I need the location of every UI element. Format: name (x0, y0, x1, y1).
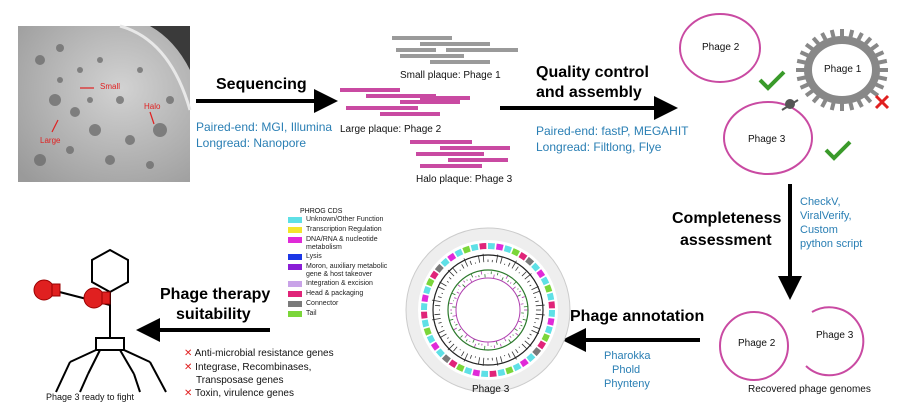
legend-label: DNA/RNA & nucleotide metabolism (306, 236, 378, 251)
label-halo: Halo (144, 102, 161, 111)
read-bar (346, 106, 418, 110)
step-therapy: Phage therapy (160, 286, 271, 303)
legend-swatch (288, 237, 302, 243)
read-bar (416, 152, 484, 156)
legend-label: Integration & excision (306, 280, 373, 287)
boxing-glove-icon (83, 287, 111, 309)
step-completeness: Completeness (672, 210, 782, 227)
tool-ann-1: Pharokka (604, 350, 651, 362)
genome-label-phage3: Phage 3 (748, 134, 786, 145)
recovered-label-phage2: Phage 2 (738, 338, 776, 349)
ready-caption: Phage 3 ready to fight (46, 392, 135, 402)
read-bar (440, 146, 510, 150)
step-qc: Quality control (536, 64, 649, 81)
read-bar (400, 54, 464, 58)
read-bar (420, 164, 482, 168)
circular-genome-map (405, 227, 571, 393)
check-icon (758, 70, 786, 91)
legend-title: PHROG CDS (300, 208, 343, 215)
recovered-label-phage3: Phage 3 (816, 330, 854, 341)
legend-label: Transcription Regulation (306, 226, 382, 233)
read-bar (396, 48, 436, 52)
reads-large-label: Large plaque: Phage 2 (340, 124, 442, 135)
label-small: Small (100, 82, 121, 91)
legend-swatch (288, 311, 302, 317)
legend-swatch (288, 227, 302, 233)
legend-label: Lysis (306, 253, 322, 260)
tool-qc-1: Paired-end: fastP, MEGAHIT (536, 124, 689, 138)
tool-comp-4: python script (800, 238, 863, 250)
phage-figure (43, 248, 167, 393)
reads-halo-label: Halo plaque: Phage 3 (416, 174, 513, 185)
legend-swatch (288, 254, 302, 260)
read-bar (340, 88, 400, 92)
read-bar (410, 140, 472, 144)
legend-label: Unknown/Other Function (306, 216, 384, 223)
read-bar (420, 96, 470, 100)
tool-seq-2: Longread: Nanopore (196, 136, 307, 150)
genome-label-phage2: Phage 2 (702, 42, 740, 53)
genome-phage1 (796, 29, 888, 111)
read-bar (448, 158, 508, 162)
genome-phage3 (723, 101, 813, 175)
criteria-2: ✕ Integrase, Recombinases, (184, 362, 312, 373)
step-therapy-2: suitability (176, 306, 251, 323)
legend-swatch (288, 301, 302, 307)
tool-qc-2: Longread: Filtlong, Flye (536, 140, 662, 154)
circle-map-label: Phage 3 (472, 384, 510, 395)
label-large: Large (40, 136, 61, 145)
legend-swatch (288, 281, 302, 287)
reads-small-plaque (392, 36, 518, 64)
tool-seq-1: Paired-end: MGI, Illumina (196, 120, 333, 134)
recovered-phage3 (805, 306, 865, 377)
criteria-4: ✕ Toxin, virulence genes (184, 388, 294, 399)
legend-swatch (288, 291, 302, 297)
reads-halo-plaque (410, 140, 510, 168)
read-bar (400, 100, 460, 104)
legend-swatch (288, 217, 302, 223)
legend-label: Moron, auxiliary metabolic gene & host t… (306, 263, 388, 278)
read-bar (380, 112, 440, 116)
criteria-3: Transposase genes (196, 375, 284, 386)
read-bar (366, 94, 436, 98)
reads-large-plaque (340, 88, 470, 116)
read-bar (392, 36, 452, 40)
genome-label-phage1: Phage 1 (824, 64, 862, 75)
phage-icon-small (781, 99, 799, 111)
check-icon (824, 140, 852, 161)
legend-label: Connector (306, 300, 339, 307)
plaque-photo (18, 24, 192, 182)
read-bar (430, 60, 490, 64)
legend-swatch (288, 264, 302, 270)
read-bar (446, 48, 518, 52)
cross-icon (874, 94, 890, 110)
tool-comp-2: ViralVerify, (800, 210, 852, 222)
step-qc-2: and assembly (536, 84, 642, 101)
step-annotation: Phage annotation (570, 308, 705, 325)
legend-label: Head & packaging (306, 290, 364, 297)
recovered-phage2 (719, 311, 789, 381)
tool-ann-3: Phynteny (604, 378, 650, 390)
reads-small-label: Small plaque: Phage 1 (400, 70, 501, 81)
tool-ann-2: Phold (612, 364, 641, 376)
recovered-genomes-caption: Recovered phage genomes (748, 384, 871, 395)
tool-comp-1: CheckV, (800, 196, 841, 208)
tool-comp-3: Custom (800, 224, 838, 236)
read-bar (420, 42, 490, 46)
step-completeness-2: assessment (680, 232, 772, 249)
genome-phage2 (679, 13, 761, 83)
step-sequencing: Sequencing (216, 76, 307, 93)
criteria-1: ✕ Anti-microbial resistance genes (184, 348, 334, 359)
boxing-glove-icon (33, 279, 61, 301)
legend-label: Tail (306, 310, 317, 317)
